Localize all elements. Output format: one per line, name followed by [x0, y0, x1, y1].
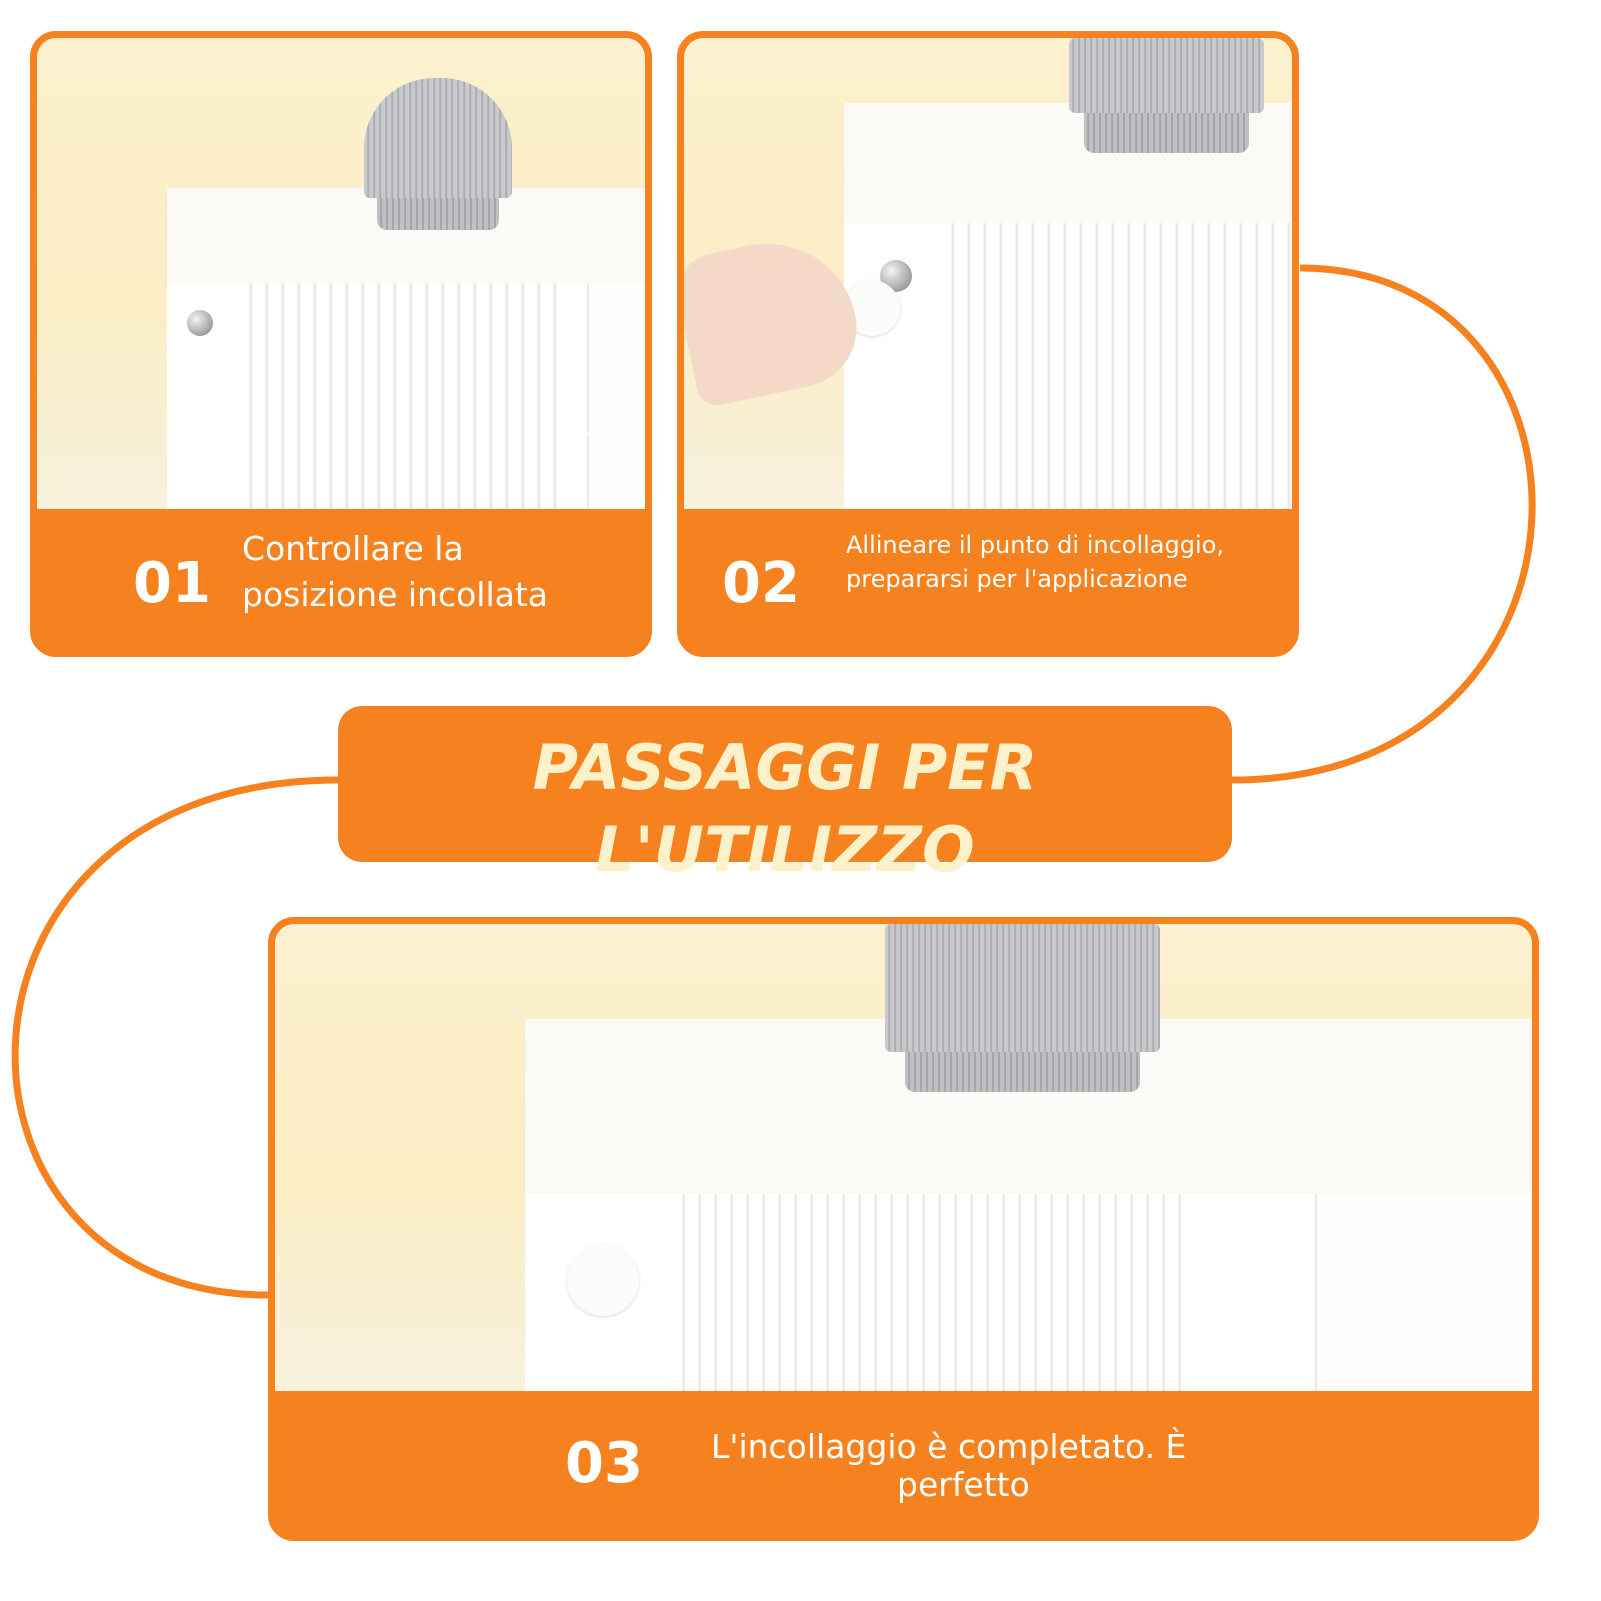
- step-2-text-line1: Allineare il punto di incollaggio,: [846, 531, 1224, 559]
- step-3-text-line1: L'incollaggio è completato. È: [711, 1427, 1187, 1466]
- step-2-photo: [684, 38, 1292, 516]
- step-3-caption: 03 L'incollaggio è completato. È perfett…: [275, 1391, 1532, 1534]
- hand-icon: [684, 226, 868, 410]
- step-card-2: 02 Allineare il punto di incollaggio, pr…: [677, 31, 1299, 657]
- step-3-photo: [275, 924, 1532, 1394]
- step-2-number: 02: [722, 551, 800, 616]
- title-banner: PASSAGGI PER L'UTILIZZO: [338, 706, 1232, 886]
- step-card-3: 03 L'incollaggio è completato. È perfett…: [268, 917, 1539, 1541]
- sticker-icon: [567, 1244, 639, 1316]
- title-line-1: PASSAGGI PER: [532, 731, 1038, 804]
- step-1-caption: 01 Controllare la posizione incollata: [37, 509, 645, 650]
- step-1-text-line2: posizione incollata: [242, 575, 549, 614]
- step-2-text-line2: prepararsi per l'applicazione: [846, 565, 1188, 593]
- knob-icon: [187, 310, 213, 336]
- step-1-text-line1: Controllare la: [242, 529, 464, 568]
- step-3-text-line2: perfetto: [897, 1465, 1030, 1504]
- step-3-number: 03: [565, 1431, 643, 1496]
- step-card-1: 01 Controllare la posizione incollata: [30, 31, 652, 657]
- title-line-2: L'UTILIZZO: [595, 813, 975, 886]
- step-1-photo: [37, 38, 645, 516]
- step-1-number: 01: [133, 551, 211, 616]
- step-2-caption: 02 Allineare il punto di incollaggio, pr…: [684, 509, 1292, 650]
